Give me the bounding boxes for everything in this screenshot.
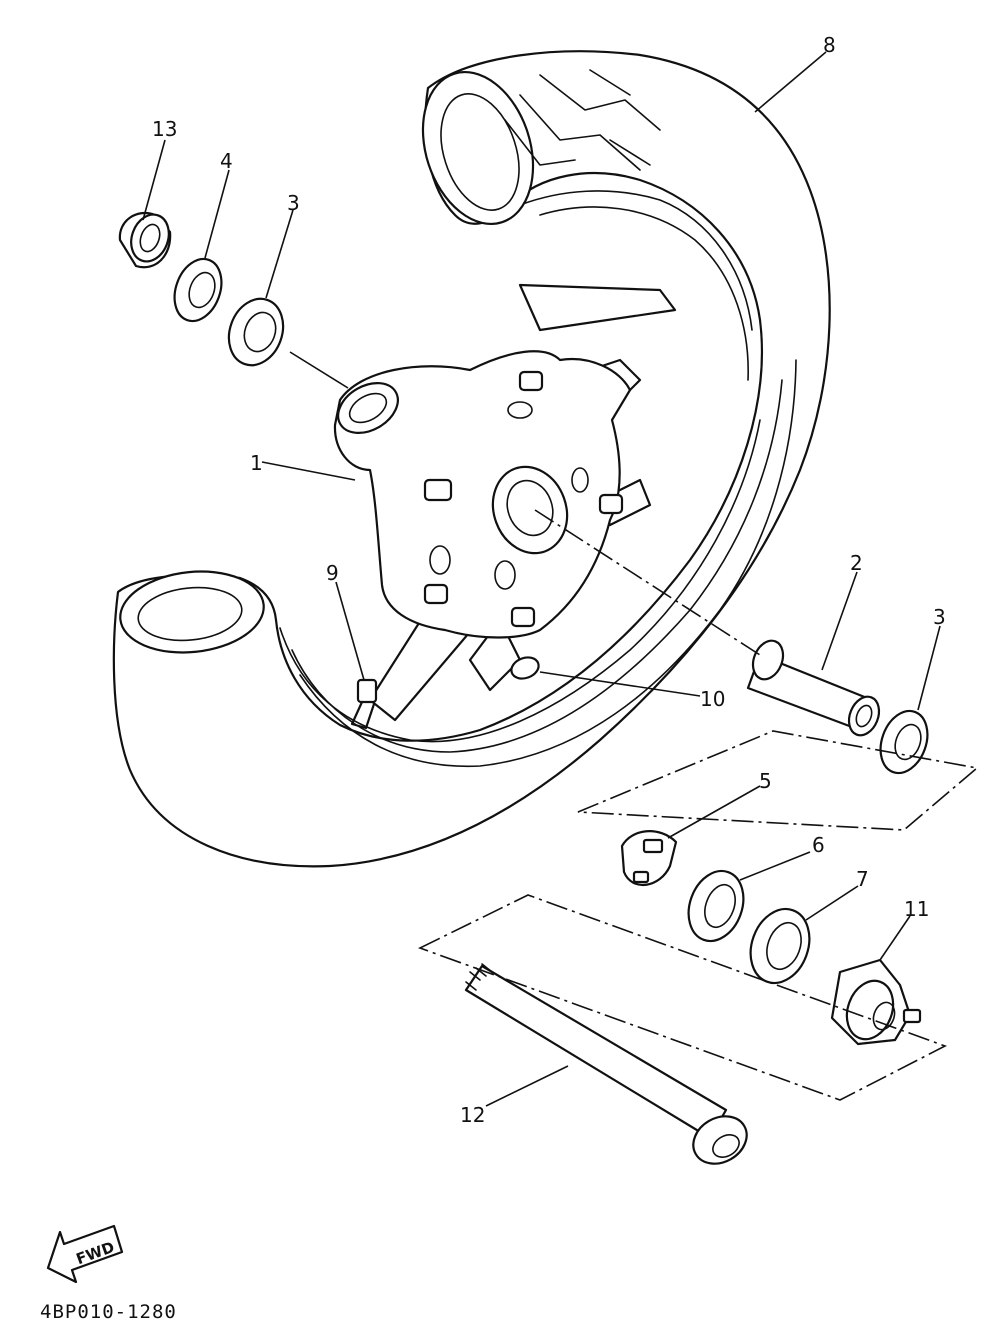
callout-3-upper: 3 <box>287 191 300 215</box>
diagram-code: 4BP010-1280 <box>40 1301 177 1323</box>
callout-4: 4 <box>220 149 233 173</box>
valve-stem <box>350 678 378 730</box>
callout-2: 2 <box>850 551 863 575</box>
oil-seal-a <box>687 869 745 943</box>
callout-numbers: 8 13 4 3 1 9 2 3 10 5 6 7 11 12 <box>152 33 946 1127</box>
leader-lines <box>142 51 941 1107</box>
group-frame-lower <box>417 894 947 1101</box>
spacer-ring <box>173 257 223 323</box>
bearing-upper <box>227 297 285 367</box>
wheel-hub <box>333 283 677 722</box>
gear-unit <box>830 958 922 1046</box>
callout-11: 11 <box>904 897 929 921</box>
flange-collar <box>118 212 172 269</box>
tire <box>112 50 831 868</box>
group-frame-upper <box>577 730 979 831</box>
retainer-clip <box>620 830 678 887</box>
collar-tube <box>746 639 881 737</box>
forward-direction-arrow: FWD <box>46 1224 124 1284</box>
callout-7: 7 <box>856 867 869 891</box>
callout-5: 5 <box>759 769 772 793</box>
callout-10: 10 <box>700 687 725 711</box>
callout-13: 13 <box>152 117 177 141</box>
bearing-right <box>879 709 929 775</box>
callout-9: 9 <box>326 561 339 585</box>
callout-3-right: 3 <box>933 605 946 629</box>
balance-weight <box>510 656 540 680</box>
callout-1: 1 <box>250 451 263 475</box>
axle-centre-line <box>534 509 761 656</box>
oil-seal-b <box>749 907 811 985</box>
callout-6: 6 <box>812 833 825 857</box>
callout-12: 12 <box>460 1103 485 1127</box>
callout-8: 8 <box>823 33 836 57</box>
axle-bolt <box>464 963 748 1165</box>
